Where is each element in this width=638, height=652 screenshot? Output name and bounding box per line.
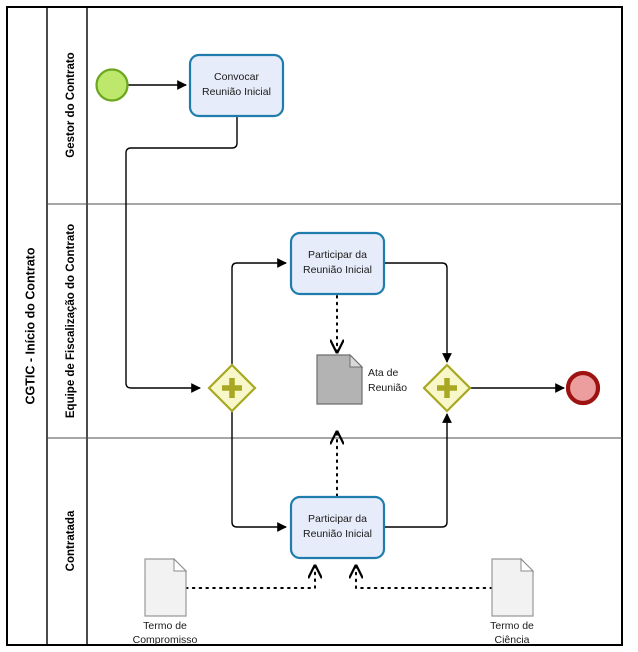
data-object-termo-compromisso[interactable]: Termo de Compromisso [133,557,198,646]
data-object-termo-ciencia-line2: Ciência [494,634,529,646]
task-convocar[interactable]: Convocar Reunião Inicial [188,53,285,118]
lane-label-gestor: Gestor do Contrato [65,52,77,157]
task-participar-fiscalizacao-line1: Participar da [308,249,367,261]
assoc-termo-compromisso-to-task [185,566,315,589]
data-object-ata-reuniao-line2: Reunião [368,382,407,394]
data-object-termo-compromisso-line1: Termo de [143,620,187,632]
data-object-ata-reuniao[interactable]: Ata de Reunião [316,353,407,405]
data-object-termo-ciencia-line1: Termo de [490,620,534,632]
start-event[interactable] [95,68,129,102]
data-object-termo-ciencia[interactable]: Termo de Ciência [490,557,535,646]
gateway-join[interactable] [422,363,472,413]
lane-label-fiscalizacao: Equipe de Fiscalização do Contrato [65,224,77,418]
data-object-ata-reuniao-line1: Ata de [368,367,399,379]
task-participar-fiscalizacao-line2: Reunião Inicial [303,264,372,276]
flow-convocar-to-split [125,116,238,393]
task-convocar-line1: Convocar [214,71,259,83]
gateway-split[interactable] [207,363,257,413]
flow-split-to-participar-fiscalizacao [231,258,287,365]
flow-participar-fiscalizacao-to-join [384,262,452,363]
task-participar-fiscalizacao[interactable]: Participar da Reunião Inicial [289,231,386,296]
task-participar-contratada[interactable]: Participar da Reunião Inicial [289,495,386,560]
assoc-termo-ciencia-to-task [356,566,493,589]
flow-split-to-participar-contratada [231,411,287,532]
data-object-termo-compromisso-line2: Compromisso [133,634,198,646]
task-participar-contratada-line1: Participar da [308,513,367,525]
task-convocar-line2: Reunião Inicial [202,86,271,98]
flow-participar-contratada-to-join [384,413,452,528]
end-event[interactable] [565,370,601,406]
pool-label: CGTIC - Início do Contrato [23,247,37,404]
lane-label-contratada: Contratada [65,510,77,571]
task-participar-contratada-line2: Reunião Inicial [303,528,372,540]
